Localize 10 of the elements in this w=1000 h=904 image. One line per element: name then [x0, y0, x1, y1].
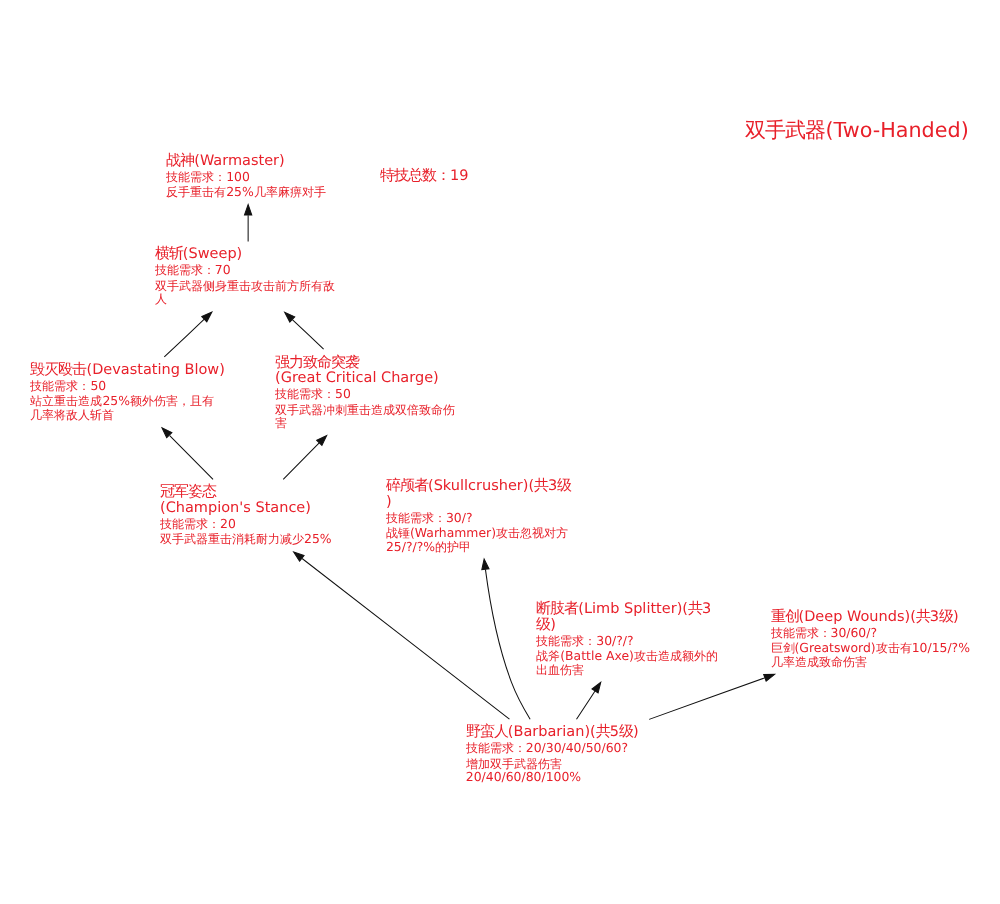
arrow	[243, 201, 253, 241]
arrow	[292, 550, 510, 719]
arrow	[648, 672, 777, 719]
arrow	[575, 680, 602, 719]
arrow	[481, 556, 531, 719]
diagram-title: 双手武器(Two-Handed)	[745, 117, 969, 142]
arrow	[283, 310, 325, 349]
arrow	[160, 425, 214, 479]
arrow	[163, 310, 213, 357]
arrow	[282, 433, 328, 479]
